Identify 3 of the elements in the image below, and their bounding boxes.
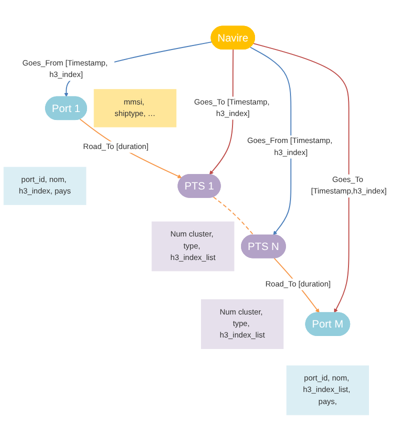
arrow xyxy=(250,46,292,236)
arrow xyxy=(79,118,182,178)
connector xyxy=(212,196,254,236)
